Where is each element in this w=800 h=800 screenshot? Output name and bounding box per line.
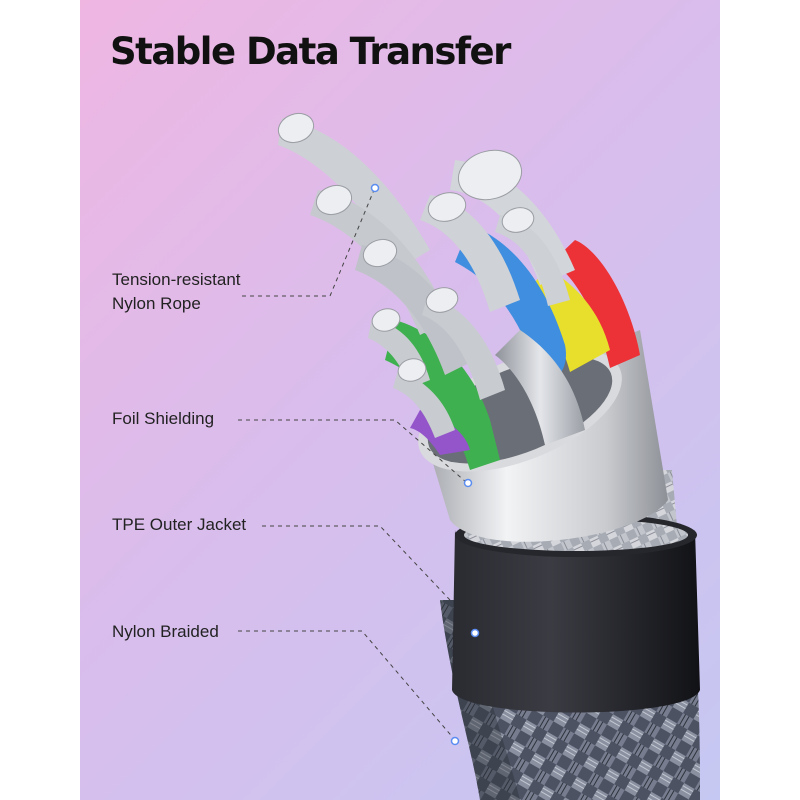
leader-line-rope — [242, 189, 375, 297]
callout-dot-jacket — [470, 628, 480, 638]
callout-dot-braid — [450, 736, 460, 746]
label-rope-line1: Tension-resistant — [112, 270, 241, 289]
leader-line-jacket — [262, 525, 451, 601]
callout-dot-rope — [370, 183, 380, 193]
callout-dot-foil — [463, 478, 473, 488]
label-tpe-outer-jacket: TPE Outer Jacket — [112, 515, 247, 534]
label-foil-shielding: Foil Shielding — [112, 409, 215, 428]
callout-dots — [370, 183, 480, 746]
red-wire — [552, 240, 640, 368]
tpe-outer-jacket — [452, 513, 700, 713]
headline: Stable Data Transfer — [110, 30, 511, 73]
label-rope-line2: Nylon Rope — [112, 294, 201, 313]
label-tension-resistant-nylon-rope: Tension-resistant Nylon Rope — [112, 268, 241, 316]
grey-wire — [495, 330, 585, 445]
conductor-strands — [277, 112, 575, 438]
leader-line-foil — [238, 419, 467, 483]
leader-lines — [238, 189, 467, 741]
leader-line-braid — [238, 630, 456, 741]
label-nylon-braided: Nylon Braided — [112, 622, 219, 641]
